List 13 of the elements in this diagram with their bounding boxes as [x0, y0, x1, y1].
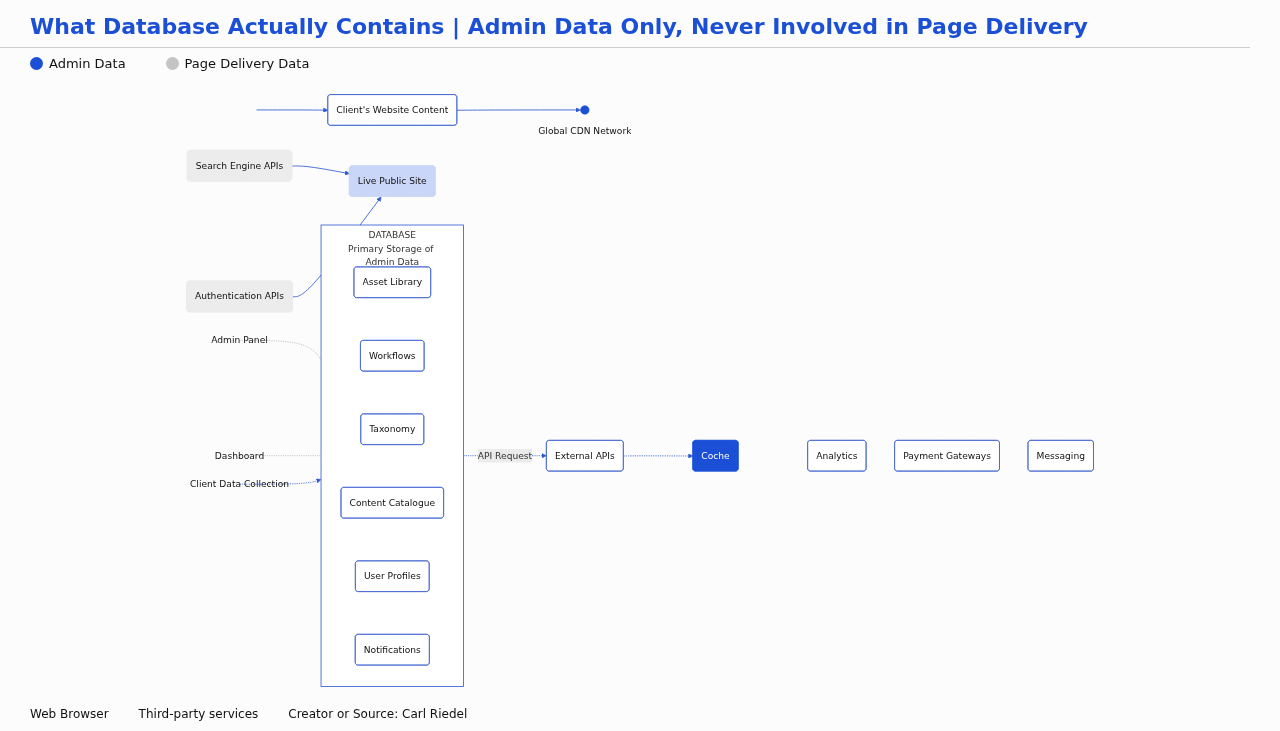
node-label: Global CDN Network: [538, 125, 632, 136]
node-text: Admin Panel: [211, 334, 268, 346]
edge-label: API Request: [477, 450, 533, 461]
note-text: Web Browser: [30, 707, 109, 721]
legend-label: Admin Data: [49, 56, 126, 71]
connector: [239, 339, 322, 360]
note-text: Third-party services: [138, 707, 259, 721]
node-text: Client Data Collection: [190, 478, 290, 490]
title: What Database Actually Contains | Admin Data Only, Never Involved in Page Delivery: [0, 0, 1250, 48]
note-text: Creator or Source: Carl Riedel: [288, 707, 468, 721]
legend-label: Page Delivery Data: [184, 56, 310, 71]
node-text: Dashboard: [214, 450, 265, 461]
node-circle: [580, 105, 590, 115]
